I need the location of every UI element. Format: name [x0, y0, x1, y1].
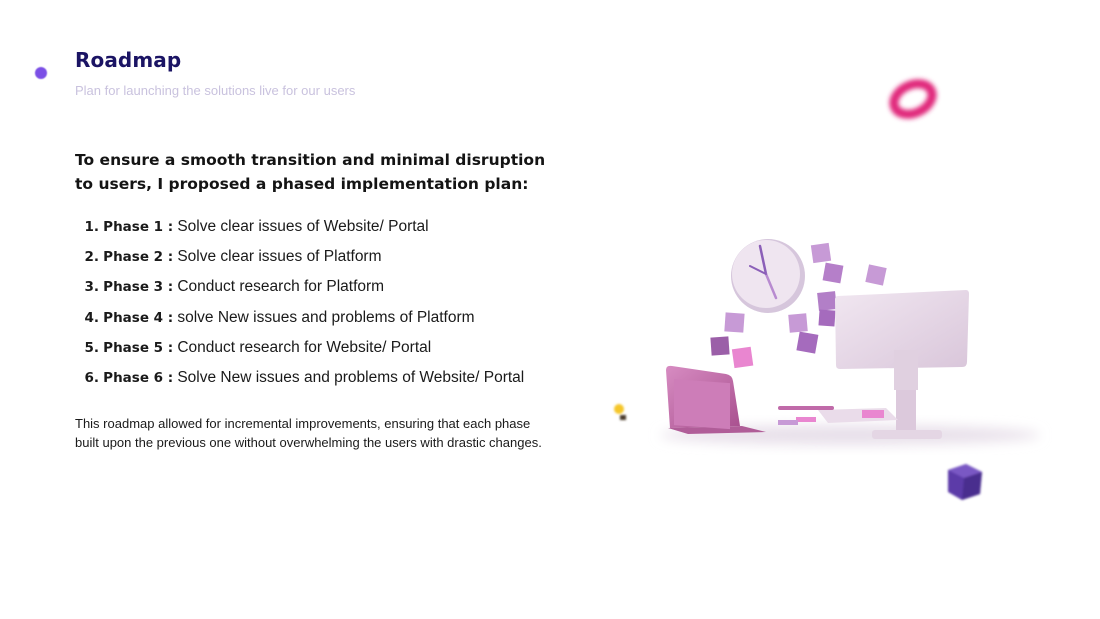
phase-name: Phase 5 :: [103, 339, 174, 356]
phase-number: 1.: [84, 219, 99, 235]
phase-item: 4. Phase 4 : solve New issues and proble…: [75, 309, 524, 339]
phase-description: Conduct research for Website/ Portal: [177, 338, 432, 356]
monitor-icon: [835, 290, 969, 439]
phase-item: 1. Phase 1 : Solve clear issues of Websi…: [75, 218, 524, 248]
closing-paragraph: This roadmap allowed for incremental imp…: [75, 416, 542, 450]
desk-items: [778, 406, 834, 425]
phase-name: Phase 1 :: [103, 219, 174, 235]
phase-number: 4.: [84, 309, 99, 326]
lightbulb-icon: [614, 404, 626, 420]
keyboard-icon: [818, 408, 898, 423]
phase-list: 1. Phase 1 : Solve clear issues of Websi…: [75, 218, 524, 399]
phase-name: Phase 6 :: [103, 369, 174, 386]
phase-number: 5.: [84, 339, 99, 356]
phase-item: 3. Phase 3 : Conduct research for Platfo…: [75, 278, 524, 308]
phase-description: solve New issues and problems of Platfor…: [177, 308, 475, 326]
phase-name: Phase 4 :: [103, 309, 174, 326]
phase-item: 6. Phase 6 : Solve New issues and proble…: [75, 369, 524, 399]
sticky-notes: [710, 242, 887, 369]
pink-ring: [889, 79, 937, 119]
phase-item: 5. Phase 5 : Conduct research for Websit…: [75, 339, 524, 369]
clock-icon: [731, 239, 805, 313]
page-subtitle: Plan for launching the solutions live fo…: [75, 83, 356, 98]
workspace-illustration: [614, 79, 1040, 500]
tablet-icon: [666, 365, 766, 434]
phase-description: Conduct research for Platform: [177, 278, 385, 296]
phase-name: Phase 3 :: [103, 279, 174, 296]
page-title: Roadmap: [75, 48, 182, 72]
phase-description: Solve clear issues of Platform: [177, 248, 382, 266]
phase-number: 3.: [84, 279, 99, 296]
accent-dot: [35, 67, 47, 79]
purple-cube: [948, 464, 982, 500]
phase-description: Solve New issues and problems of Website…: [177, 368, 525, 386]
phase-item: 2. Phase 2 : Solve clear issues of Platf…: [75, 248, 524, 278]
phase-number: 2.: [84, 249, 99, 266]
intro-paragraph: To ensure a smooth transition and minima…: [75, 151, 546, 193]
phase-number: 6.: [84, 369, 99, 386]
phase-name: Phase 2 :: [103, 249, 174, 266]
phase-description: Solve clear issues of Website/ Portal: [177, 218, 429, 235]
